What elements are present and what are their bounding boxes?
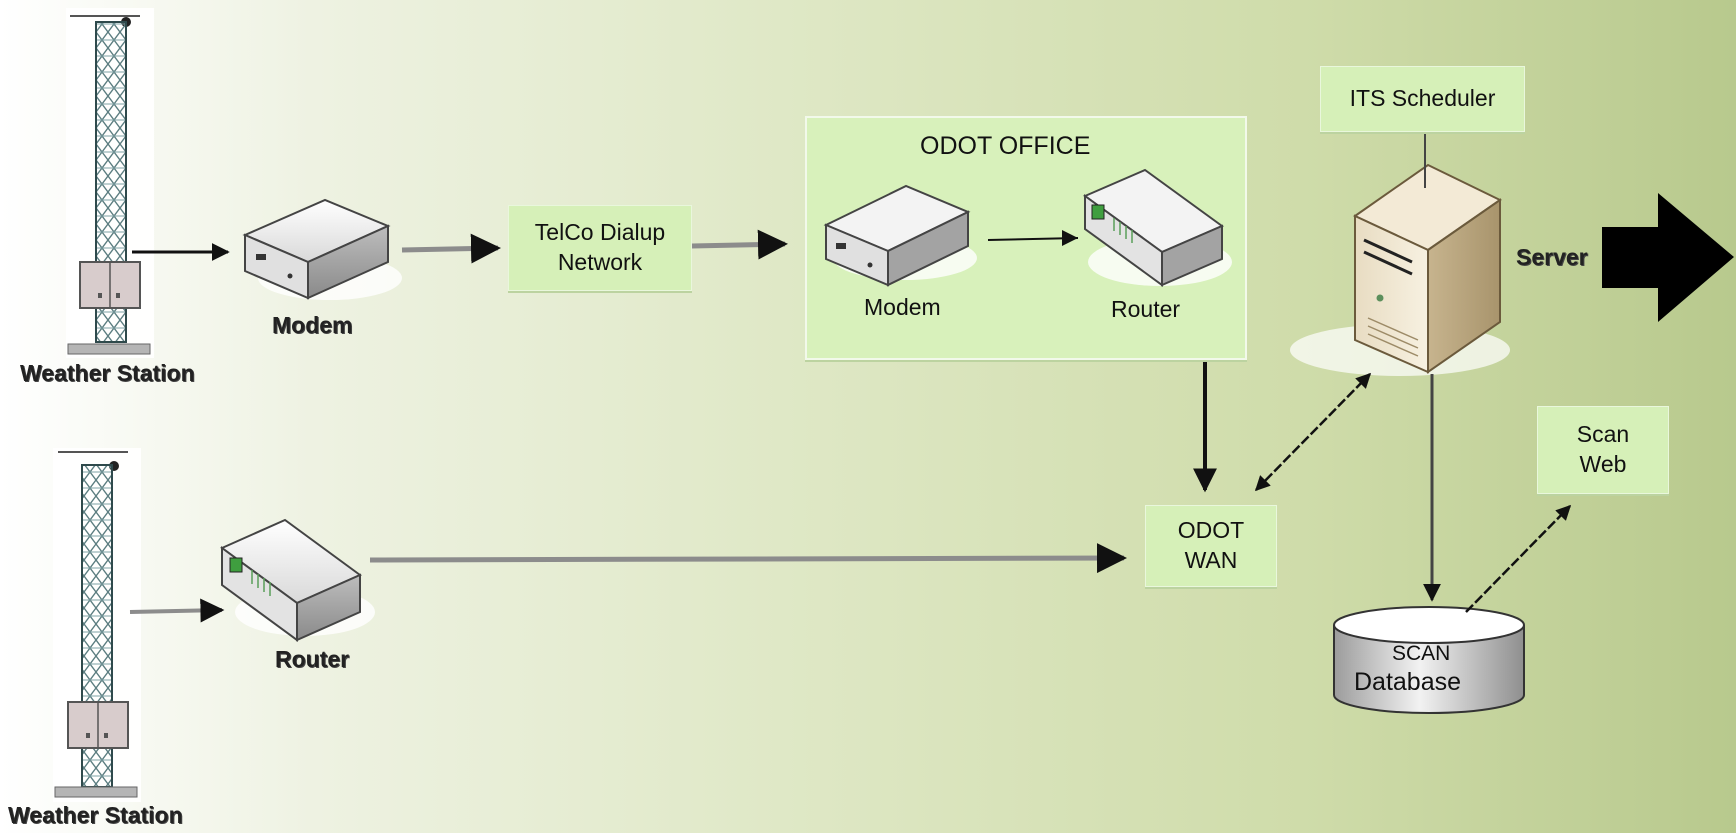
modem-device-left: [242, 198, 402, 300]
arrow-router-to-wan: [369, 543, 1127, 574]
weather-station-label-top: Weather Station: [20, 360, 195, 386]
modem-label: Modem: [272, 312, 353, 338]
server-label: Server: [1516, 244, 1588, 270]
router-label: Router: [275, 646, 350, 672]
router-device-left: [220, 518, 375, 642]
arrow-modem-to-telco: [401, 233, 501, 264]
database-label-line1: SCAN: [1392, 642, 1451, 665]
its-scheduler-box: ITS Scheduler: [1320, 66, 1525, 132]
server-tower: [1290, 163, 1510, 376]
server-output-arrow: [1602, 193, 1734, 322]
telco-dialup-network-box: TelCo Dialup Network: [508, 205, 692, 291]
office-router-label: Router: [1111, 296, 1181, 322]
office-modem-label: Modem: [864, 294, 941, 320]
odot-wan-box: ODOT WAN: [1145, 505, 1277, 587]
weather-station-tower-bottom: [53, 448, 141, 802]
scan-web-box: Scan Web: [1537, 406, 1669, 494]
weather-station-label-bottom: Weather Station: [8, 802, 183, 828]
office-title: ODOT OFFICE: [920, 132, 1091, 160]
scan-database-cylinder: [1333, 606, 1525, 714]
arrow-telco-to-office: [691, 229, 788, 260]
weather-station-tower-top: [66, 8, 154, 358]
database-label-line2: Database: [1354, 668, 1462, 696]
arrow-wan-server-bidirectional: [1254, 372, 1372, 492]
arrow-station-to-router: [129, 598, 225, 623]
arrow-database-to-scanweb: [1465, 504, 1572, 613]
